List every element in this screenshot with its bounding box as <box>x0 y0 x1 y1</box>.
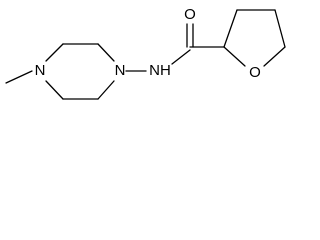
ring-bond <box>263 46 286 67</box>
methyl-bond <box>5 70 33 84</box>
oxolane-ring <box>223 9 286 67</box>
ring-bond <box>274 9 286 48</box>
piperazine-n-methyl-label: N <box>35 62 46 79</box>
ring-bond <box>223 9 238 48</box>
chemical-structure: N N NH O O <box>5 6 286 100</box>
ring-bond <box>45 80 64 100</box>
amine-nh-label: NH <box>149 62 171 79</box>
ring-o-label: O <box>249 64 261 81</box>
piperazine-ring <box>45 43 115 100</box>
piperazine-n-amide-label: N <box>115 62 126 79</box>
ring-bond <box>45 43 64 62</box>
ring-bond <box>97 43 115 62</box>
carbonyl-o-label: O <box>184 6 196 23</box>
ring-bond <box>223 46 246 67</box>
amide-bond <box>171 49 191 65</box>
ring-bond <box>97 80 115 100</box>
